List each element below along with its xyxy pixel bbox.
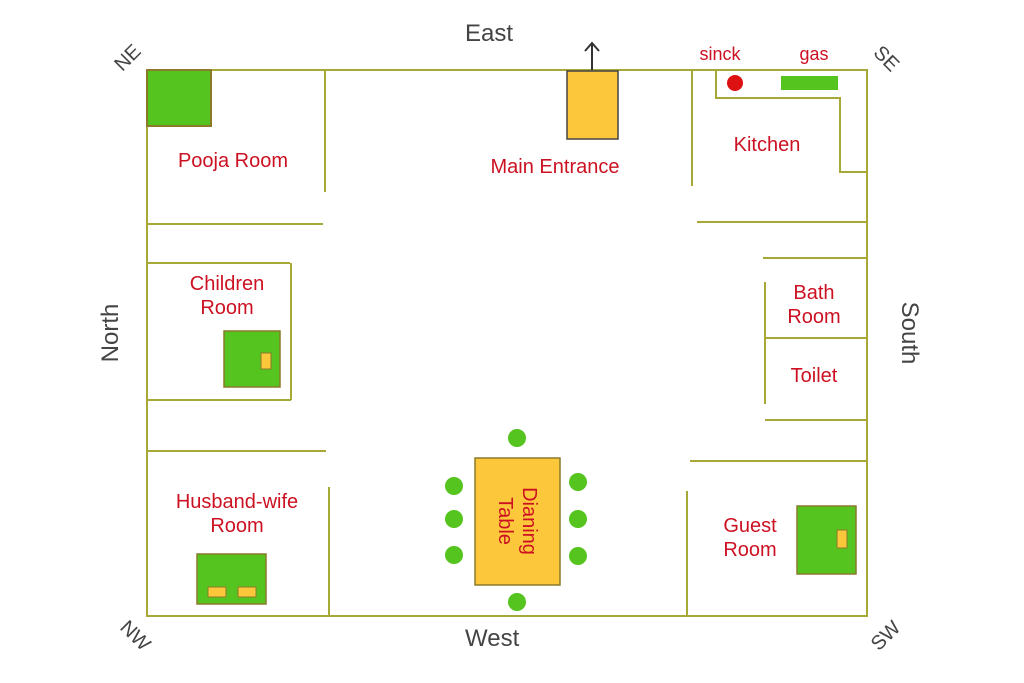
main-entrance-label: Main Entrance xyxy=(490,156,620,178)
guest-room-line2: Room xyxy=(723,539,777,561)
interior-walls xyxy=(147,70,867,616)
bath-room-line2: Room xyxy=(787,306,841,328)
guest-room-line1: Guest xyxy=(723,515,777,537)
direction-north: North xyxy=(97,303,124,363)
toilet-label: Toilet xyxy=(790,365,838,387)
children-room-line2: Room xyxy=(200,297,254,319)
guest-bed-pillow xyxy=(836,529,848,549)
children-bed xyxy=(223,330,281,388)
pooja-altar xyxy=(146,69,212,127)
kitchen-label: Kitchen xyxy=(733,134,801,156)
children-bed-pillow xyxy=(260,352,272,370)
dining-chair xyxy=(569,547,587,565)
bath-room-label: Bath Room xyxy=(787,281,840,329)
husband-wife-room-line1: Husband-wife xyxy=(175,491,299,513)
dining-table-line1: Dianing xyxy=(518,487,540,555)
entrance-arrow-icon xyxy=(584,41,600,70)
dining-chairs xyxy=(445,429,587,611)
direction-east: East xyxy=(465,20,514,47)
husband-wife-room-label: Husband-wife Room xyxy=(176,490,298,538)
gas-label: gas xyxy=(799,44,829,64)
pooja-room-label: Pooja Room xyxy=(177,150,289,172)
main-entrance-door xyxy=(566,70,619,140)
outer-wall xyxy=(146,69,868,617)
children-room-line1: Children xyxy=(189,273,265,295)
dining-table-line2: Table xyxy=(494,497,516,545)
dining-table xyxy=(474,457,561,586)
guest-room-label: Guest Room xyxy=(723,514,776,562)
dining-chair xyxy=(508,429,526,447)
direction-west: West xyxy=(465,625,520,652)
husband-wife-pillow-left xyxy=(207,586,227,598)
dining-table-label: Dianing Table xyxy=(493,487,541,555)
sink-icon xyxy=(727,75,743,91)
bath-room-line1: Bath xyxy=(793,282,835,304)
dining-chair xyxy=(569,510,587,528)
dining-chair xyxy=(569,473,587,491)
dining-chair xyxy=(445,546,463,564)
husband-wife-pillow-right xyxy=(237,586,257,598)
sink-label: sinck xyxy=(699,44,741,64)
children-room-label: Children Room xyxy=(190,272,264,320)
gas-stove xyxy=(781,76,838,90)
direction-south: South xyxy=(896,301,923,365)
dining-chair xyxy=(445,510,463,528)
husband-wife-room-line2: Room xyxy=(210,515,264,537)
dining-chair xyxy=(508,593,526,611)
dining-chair xyxy=(445,477,463,495)
